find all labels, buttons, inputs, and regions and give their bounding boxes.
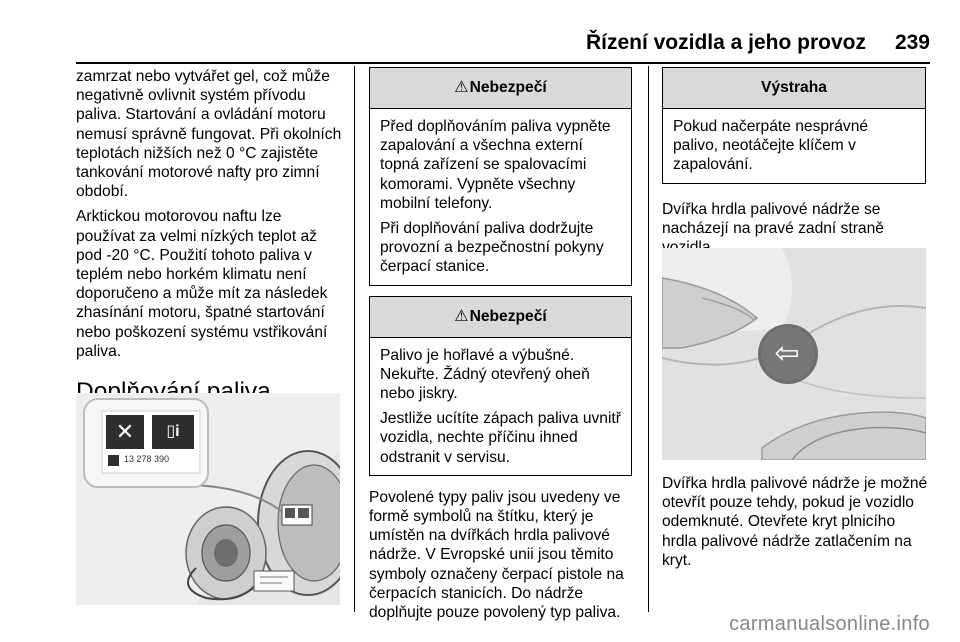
danger-text: Jestliže ucítíte zápach paliva uvnitř vo… (380, 410, 621, 466)
caution-box: Výstraha Pokud načerpáte nesprávné paliv… (662, 67, 926, 184)
caution-text: Pokud načerpáte nesprávné palivo, neotáč… (673, 118, 869, 174)
figure-label: 13 278 390 (124, 454, 170, 464)
danger-box-body: Před doplňováním paliva vypněte zapalová… (370, 109, 631, 285)
fuel-symbol-icon (108, 455, 119, 466)
paragraph: zamrzat nebo vytvářet gel, což může nega… (76, 68, 342, 201)
caution-box-title: Výstraha (761, 79, 827, 97)
warning-triangle-icon: ⚠ (454, 308, 469, 326)
fuel-door-location-figure: ⇦ (662, 248, 926, 460)
danger-text: Palivo je hořlavé a výbušné. Nekuřte. Žá… (380, 346, 590, 403)
danger-box-header: ⚠ Nebezpečí (370, 296, 631, 338)
danger-box-title: Nebezpečí (469, 79, 547, 97)
danger-box-header: ⚠ Nebezpečí (370, 68, 631, 109)
page-title: Řízení vozidla a jeho provoz (585, 31, 866, 54)
warning-triangle-icon: ⚠ (454, 79, 469, 97)
paragraph: Povolené typy paliv jsou uvedeny ve form… (369, 488, 624, 622)
car-rear-illustration (662, 248, 926, 460)
danger-box-body: Palivo je hořlavé a výbušné. Nekuřte. Žá… (370, 338, 631, 475)
watermark: carmanualsonline.info (729, 613, 930, 635)
danger-box-title: Nebezpečí (469, 308, 547, 326)
column-middle: ⚠ Nebezpečí Před doplňováním paliva vypn… (369, 67, 632, 628)
caution-box-header: Výstraha (663, 68, 925, 109)
header-rule (76, 62, 930, 64)
manual-book-icon: ▯i (152, 415, 194, 449)
column-right: Výstraha Pokud načerpáte nesprávné paliv… (662, 67, 926, 263)
paragraph: Arktickou motorovou naftu lze používat z… (76, 208, 328, 360)
danger-text: Při doplňování paliva dodržujte provozní… (380, 220, 604, 276)
paragraph: Dvířka hrdla palivové nádrže je možné ot… (662, 475, 928, 569)
column-divider (354, 66, 355, 612)
caution-box-body: Pokud načerpáte nesprávné palivo, neotáč… (663, 109, 925, 183)
no-fire-icon: ✕ (106, 415, 144, 449)
page-number: 239 (894, 31, 930, 54)
fuel-door-label-figure: ✕ ▯i 13 278 390 (76, 393, 340, 605)
danger-box: ⚠ Nebezpečí Palivo je hořlavé a výbušné.… (369, 295, 632, 476)
column-right-lower: Dvířka hrdla palivové nádrže je možné ot… (662, 474, 928, 576)
column-left: zamrzat nebo vytvářet gel, což může nega… (76, 67, 344, 425)
left-arrow-icon: ⇦ (774, 337, 800, 370)
danger-box: ⚠ Nebezpečí Před doplňováním paliva vypn… (369, 67, 632, 286)
column-divider (648, 66, 649, 612)
danger-text: Před doplňováním paliva vypněte zapalová… (380, 118, 611, 212)
